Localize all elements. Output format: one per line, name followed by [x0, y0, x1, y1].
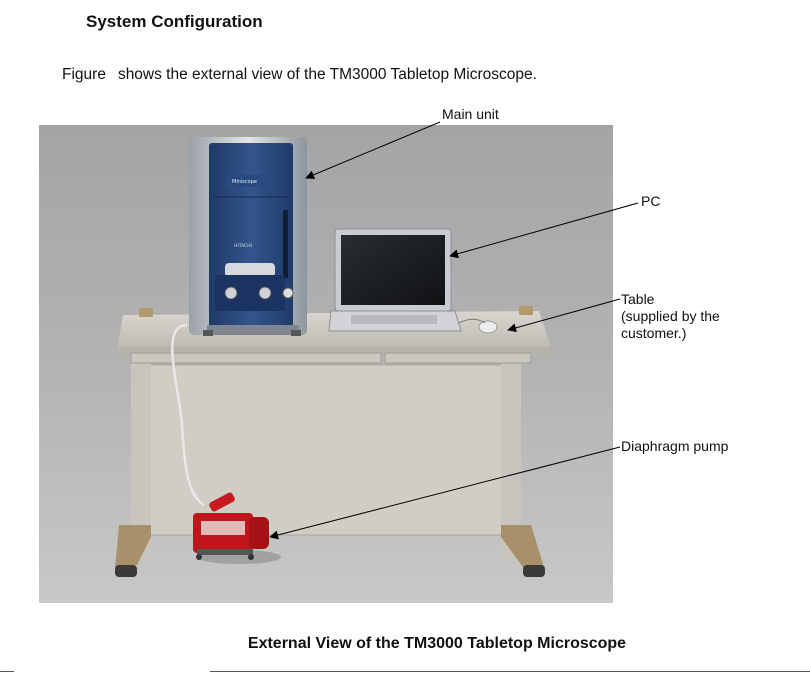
pump-label: Diaphragm pump: [621, 438, 729, 454]
maker-badge: HITACHI: [234, 243, 252, 249]
section-heading: System Configuration: [86, 12, 263, 31]
table-label-line3: customer.): [621, 325, 687, 341]
footer-rule-right: [210, 671, 810, 672]
main-unit-label: Main unit: [442, 106, 499, 122]
intro-text: shows the external view of the TM3000 Ta…: [117, 66, 537, 83]
pc-illustration: [328, 228, 498, 334]
pump-illustration: [193, 492, 281, 564]
table-label: Table (supplied by the customer.): [621, 291, 720, 342]
vacuum-hose: [171, 323, 205, 507]
footer-rule-left: [0, 671, 14, 672]
pc-label: PC: [641, 193, 661, 209]
main-unit-illustration: Miniscope HITACHI: [189, 137, 307, 336]
table-label-line2: (supplied by the: [621, 308, 720, 324]
system-photo: Miniscope HITACHI: [39, 125, 613, 603]
intro-paragraph: Figure shows the external view of the TM3…: [62, 66, 537, 84]
figure-caption: External View of the TM3000 Tabletop Mic…: [247, 635, 627, 652]
table-label-line1: Table: [621, 291, 655, 307]
figure-reference: Figure: [62, 66, 106, 83]
brand-plate: Miniscope: [232, 179, 257, 185]
